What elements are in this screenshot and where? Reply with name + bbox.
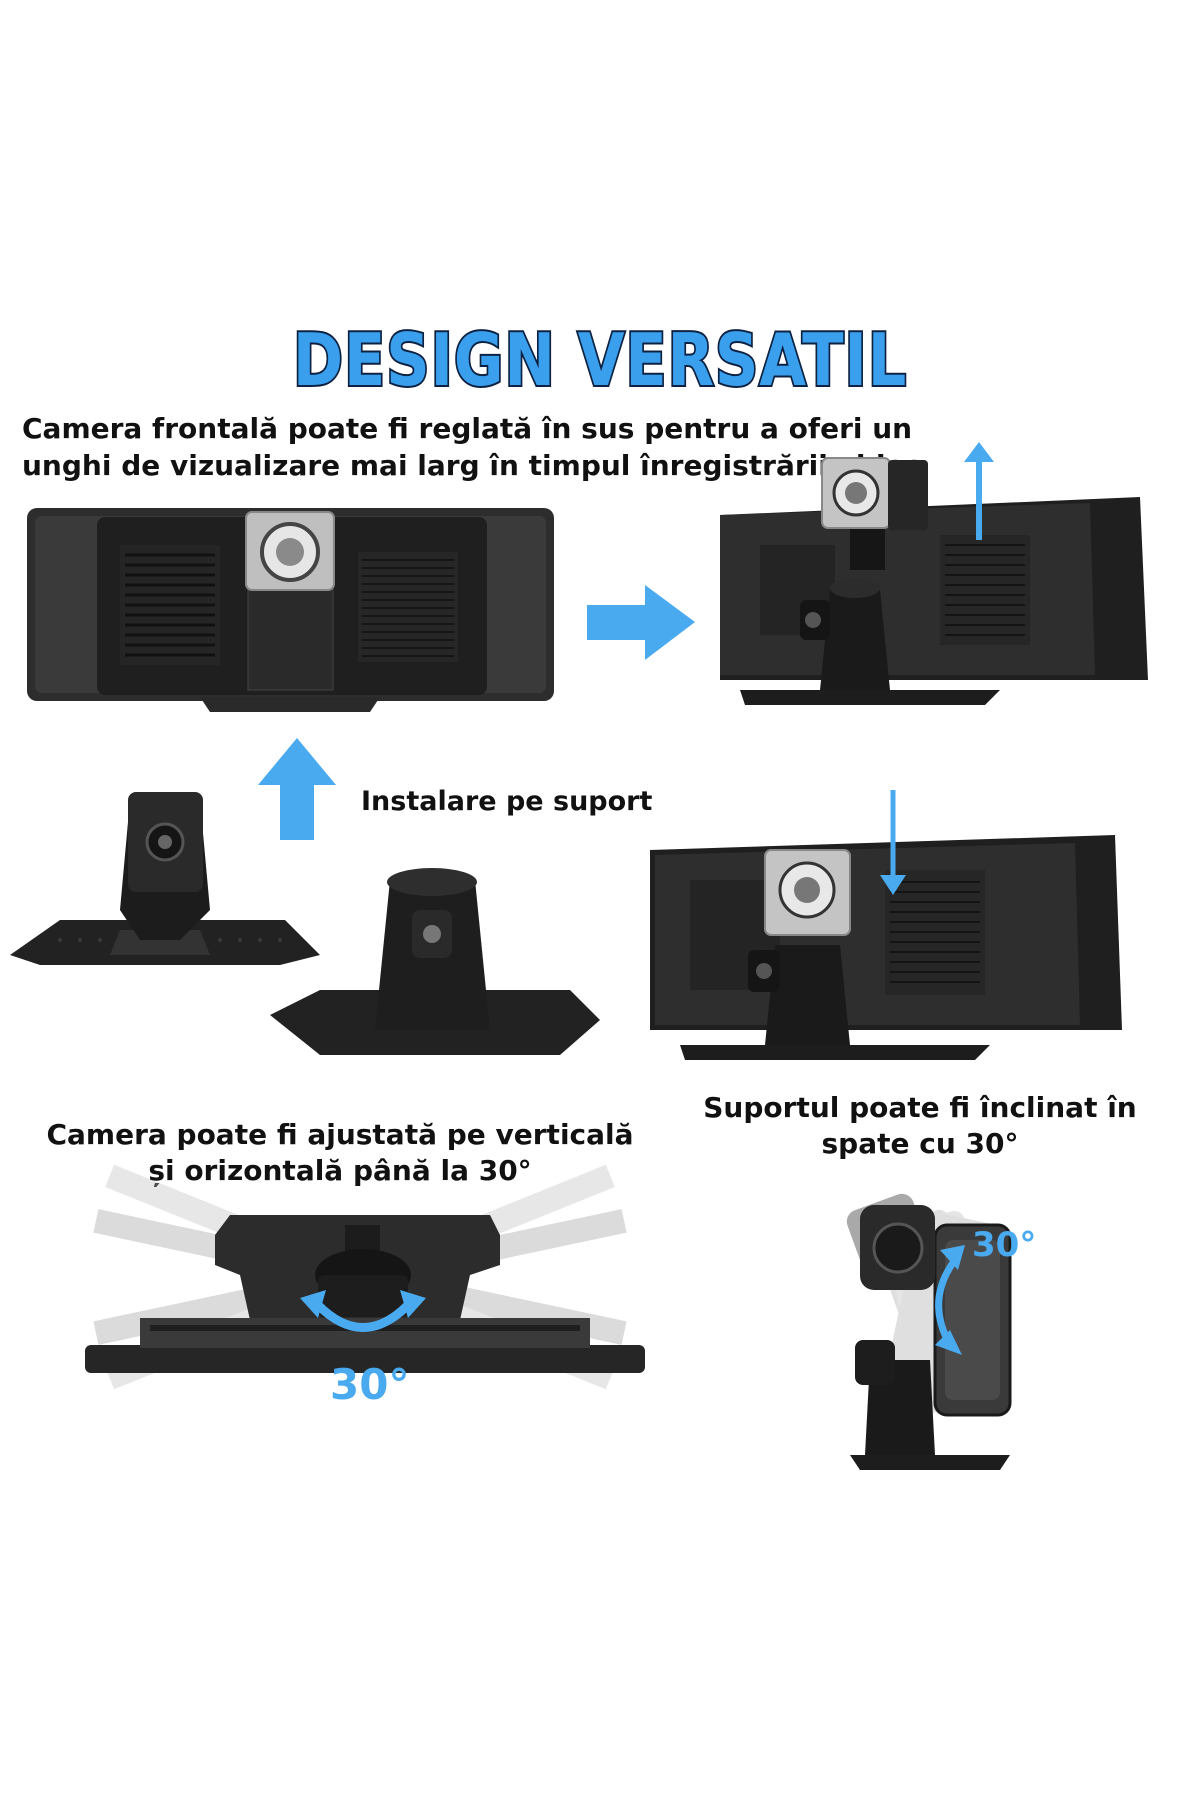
horizontal-angle-label: 30° [330,1360,410,1409]
tilt-angle-label: 30° [972,1225,1037,1265]
camera-adjust-caption-line1: Camera poate fi ajustată pe verticală [46,1118,634,1151]
tilt-caption-line1: Suportul poate fi înclinat în [703,1091,1137,1124]
camera-adjust-caption-line2: și orizontală până la 30° [148,1154,532,1187]
front-camera-caption: Camera frontală poate fi reglată în sus … [22,412,924,482]
mount-install-caption: Instalare pe suport [361,786,653,817]
page-title: DESIGN VERSATIL [291,316,908,404]
tilt-caption-line2: spate cu 30° [821,1127,1019,1160]
